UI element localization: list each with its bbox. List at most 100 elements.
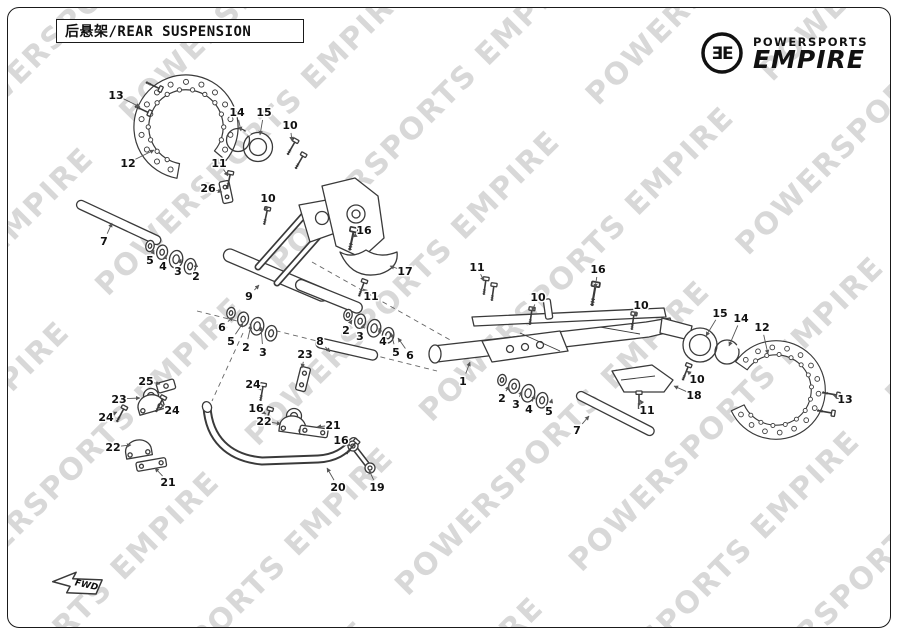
callout-leader [633,311,639,317]
callout-leader [705,319,717,337]
brand-monogram: ƎE [711,44,733,64]
swingarm [428,298,693,364]
part-number: 21 [325,419,340,432]
part-number: 17 [397,265,412,278]
mud-guard [339,249,398,276]
callout-leader [531,394,536,402]
callout-leader [154,467,163,477]
part-number: 8 [316,335,324,348]
part-number: 14 [733,312,749,325]
spacer-sleeve [294,278,363,314]
guard-plate [611,364,674,393]
title-box: 后悬架/REAR SUSPENSION [56,19,304,43]
part-number: 5 [146,254,154,267]
callout-leader [254,284,260,291]
spacer-sleeve [315,337,379,361]
callout-leader [122,98,141,108]
callout-leader [215,188,223,194]
part-number: 13 [837,393,852,406]
part-number: 19 [369,481,384,494]
callout-leader [227,316,234,322]
callout-leader [177,258,183,264]
bolt [586,280,602,308]
callout-leader [316,424,326,429]
part-number: 22 [105,441,120,454]
callout-leader [256,385,262,391]
mount-plate [218,179,234,205]
part-number: 16 [248,402,264,415]
part-number: 7 [573,424,581,437]
part-number: 11 [363,290,378,303]
callout-leader [326,467,335,481]
part-number: 20 [330,481,346,494]
callout-leader [120,443,132,448]
part-number: 24 [164,404,180,417]
bolt [479,275,491,297]
part-number: 1 [459,375,467,388]
callout-leader [480,273,485,282]
callout-leader [728,325,739,347]
callout-leader [763,334,770,355]
part-number: 4 [159,260,167,273]
shock-rod-right [575,390,655,437]
part-number: 3 [174,265,182,278]
part-number: 5 [392,346,400,359]
callout-leader [106,222,113,234]
part-number: 10 [260,192,276,205]
callout-leader [397,337,406,349]
part-number: 2 [498,392,506,405]
callout-leader [237,119,243,132]
part-number: 9 [245,290,253,303]
callout-leader [362,288,368,294]
part-number: 15 [256,106,271,119]
brake-shield-right [728,336,830,444]
callout-leader [465,361,471,374]
callout-leader [673,385,687,393]
part-number: 23 [111,393,126,406]
part-number: 24 [245,378,261,391]
part-number: 2 [342,324,350,337]
fwd-label: FWD [74,578,100,593]
callout-leader [593,276,598,289]
part-number: 23 [297,348,312,361]
brand-name-bottom: EMPIRE [752,45,865,74]
fwd-arrow: FWD [51,571,103,595]
suspension-parts [75,59,842,474]
part-number: 3 [259,346,267,359]
callout-leader [504,385,510,392]
part-number: 15 [712,307,727,320]
callout-leader [258,119,264,136]
callout-leader [259,326,264,345]
callout-leader [126,395,141,401]
part-number: 18 [686,389,701,402]
brand-name-top: POWERSPORTS [752,35,868,49]
part-number: 22 [256,415,271,428]
knuckle-bracket [321,177,385,259]
callout-leader [347,319,353,325]
bolt [292,150,308,172]
callout-leader [389,265,398,270]
part-number: 3 [356,330,364,343]
callout-leader [518,390,523,397]
part-number: 11 [469,261,484,274]
callout-leader [832,394,838,399]
callout-leader [261,409,267,415]
callout-leader [360,323,365,329]
callout-leader [150,249,155,255]
part-number: 12 [754,321,769,334]
part-number: 2 [192,270,200,283]
part-number: 10 [689,373,705,386]
brake-shield-left [118,59,251,188]
part-number: 26 [200,182,216,195]
callout-leader [352,232,358,238]
callout-leader [134,149,155,160]
callout-leader [548,398,554,404]
callout-leader [247,324,253,340]
bolt [113,403,129,425]
callout-leader [289,132,294,142]
brand-logo: ƎE POWERSPORTS EMPIRE [699,30,868,76]
part-number: 4 [525,403,533,416]
callout-leader [161,404,167,409]
